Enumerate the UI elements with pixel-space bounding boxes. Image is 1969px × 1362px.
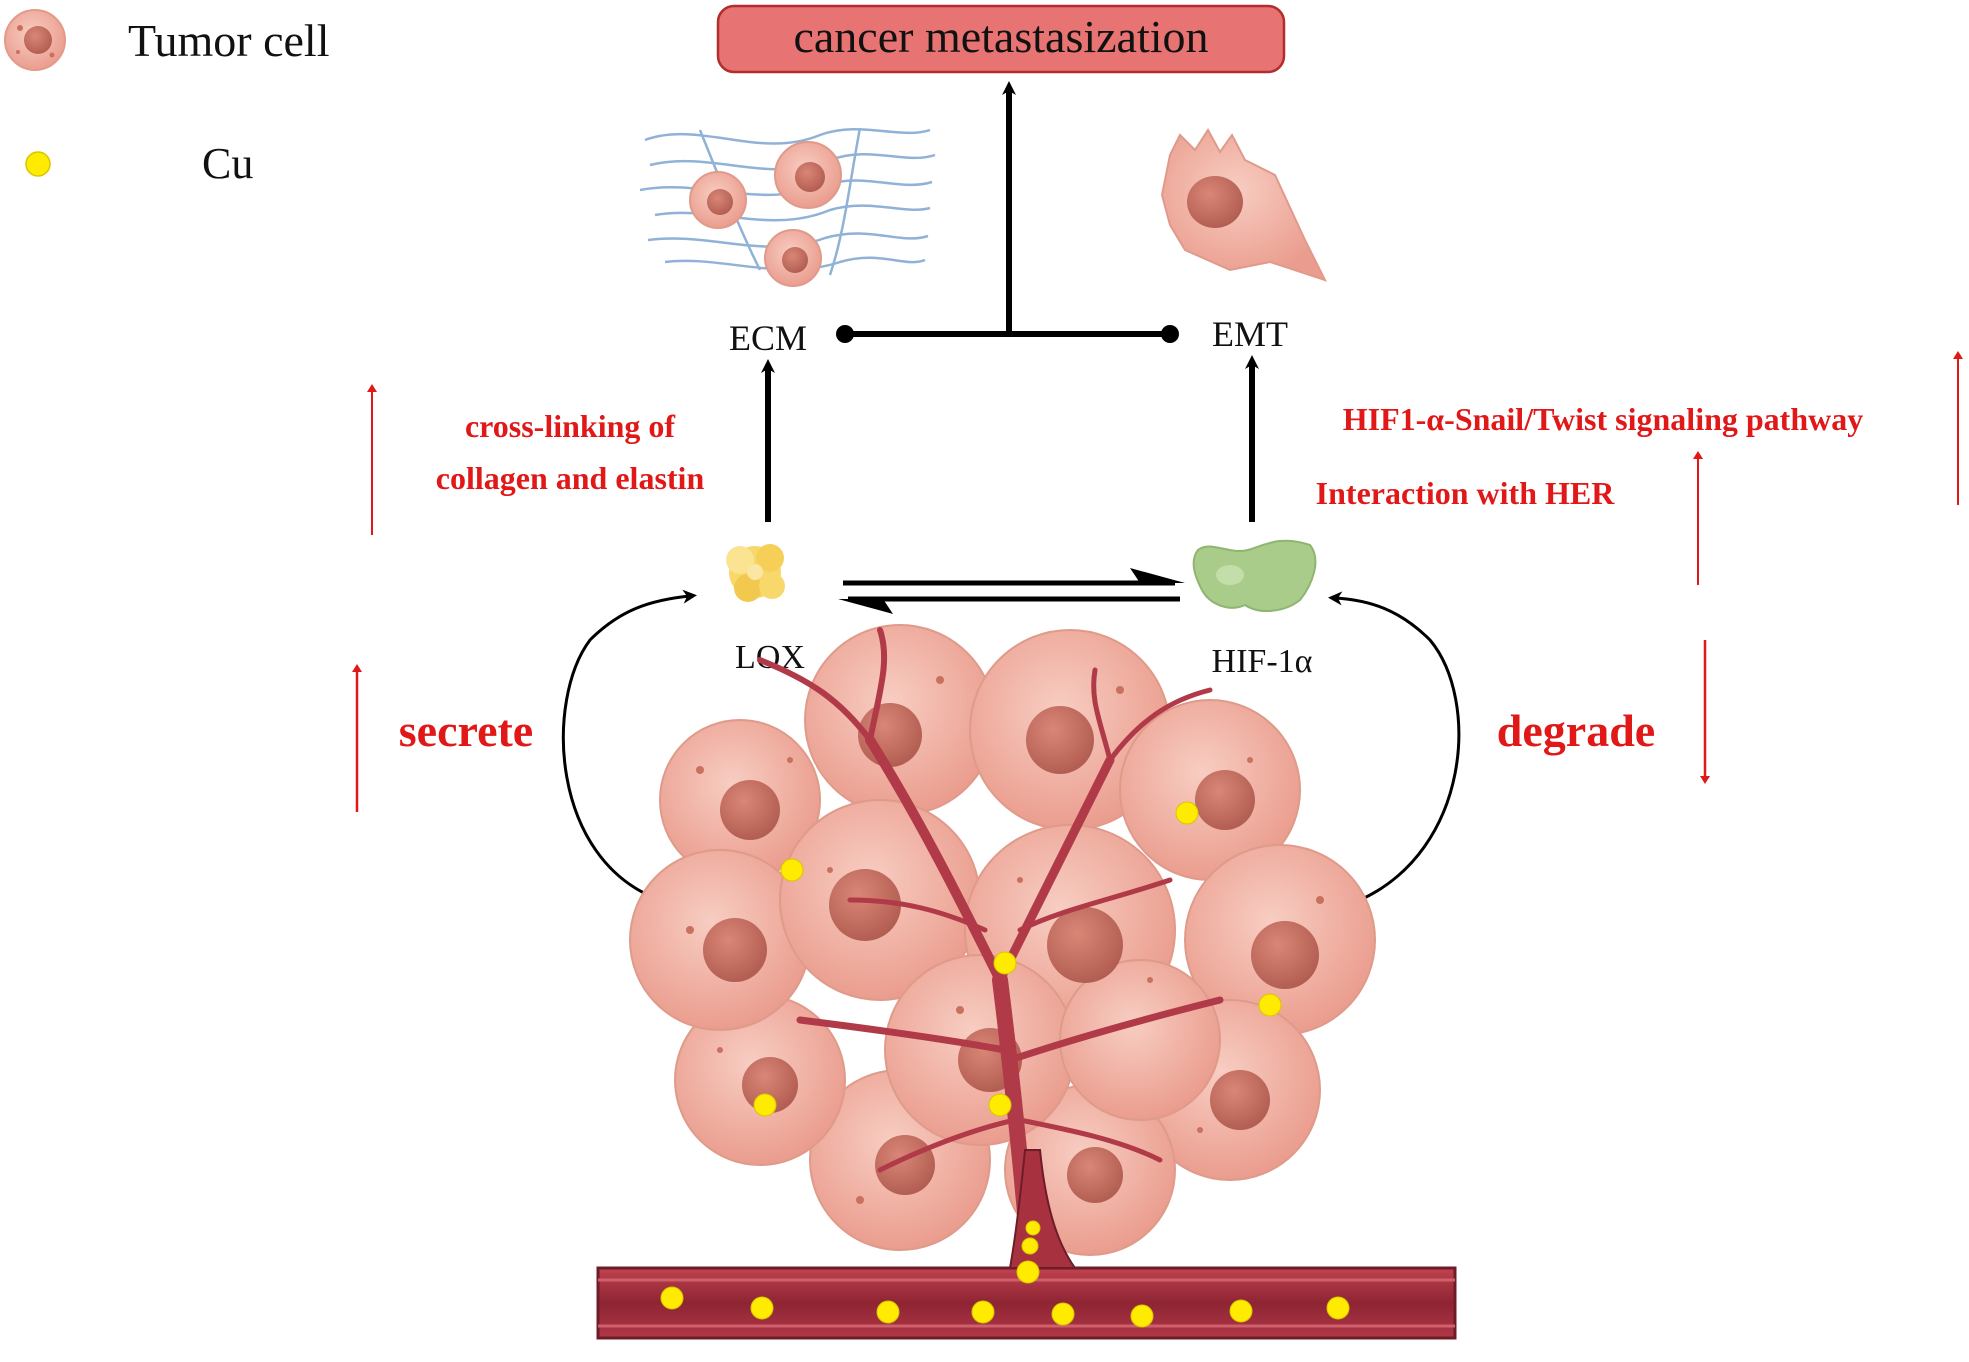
cu-legend-icon (25, 151, 51, 177)
ecm-cell-2 (774, 141, 842, 209)
outcome-box: cancer metastasization (716, 4, 1286, 74)
her-interaction-label: Interaction with HER (1316, 475, 1616, 511)
lox-hif-equilibrium-arrows (838, 568, 1185, 614)
tumor-cell-legend-icon (4, 9, 66, 71)
degrade-label: degrade (1497, 705, 1655, 756)
blood-vessel (596, 1149, 1457, 1340)
hif-label: HIF-1α (1212, 643, 1313, 680)
lox-label: LOX (735, 639, 805, 676)
crosslink-label-line2: collagen and elastin (436, 460, 705, 496)
degrade-curved-arrow (1328, 591, 1461, 902)
hif-pathway-label: HIF1-α-Snail/Twist signaling pathway (1343, 401, 1863, 437)
outcome-label: cancer metastasization (793, 11, 1208, 62)
emt-label: EMT (1212, 314, 1288, 354)
tumor-granules (686, 676, 1324, 1204)
legend-cu-label: Cu (202, 139, 253, 188)
secrete-label: secrete (399, 705, 533, 756)
hif-protein-icon (1192, 539, 1317, 612)
ecm-label: ECM (729, 318, 807, 358)
tumor-copper-particles (753, 801, 1282, 1117)
tumor-mass (629, 624, 1376, 1278)
legend-tumor-cell-label: Tumor cell (128, 15, 329, 66)
ecm-emt-connector (836, 325, 1179, 343)
emt-cell-illustration (1160, 128, 1327, 282)
legend: Tumor cell Cu (4, 9, 329, 188)
crosslink-label-line1: cross-linking of (465, 408, 675, 444)
lox-protein-icon (726, 544, 785, 602)
vessel-copper-particles (660, 1220, 1350, 1328)
tumor-vasculature (757, 627, 1224, 1278)
ecm-cell-1 (689, 171, 747, 229)
secrete-curved-arrow (561, 589, 697, 902)
ecm-cell-3 (764, 229, 822, 287)
